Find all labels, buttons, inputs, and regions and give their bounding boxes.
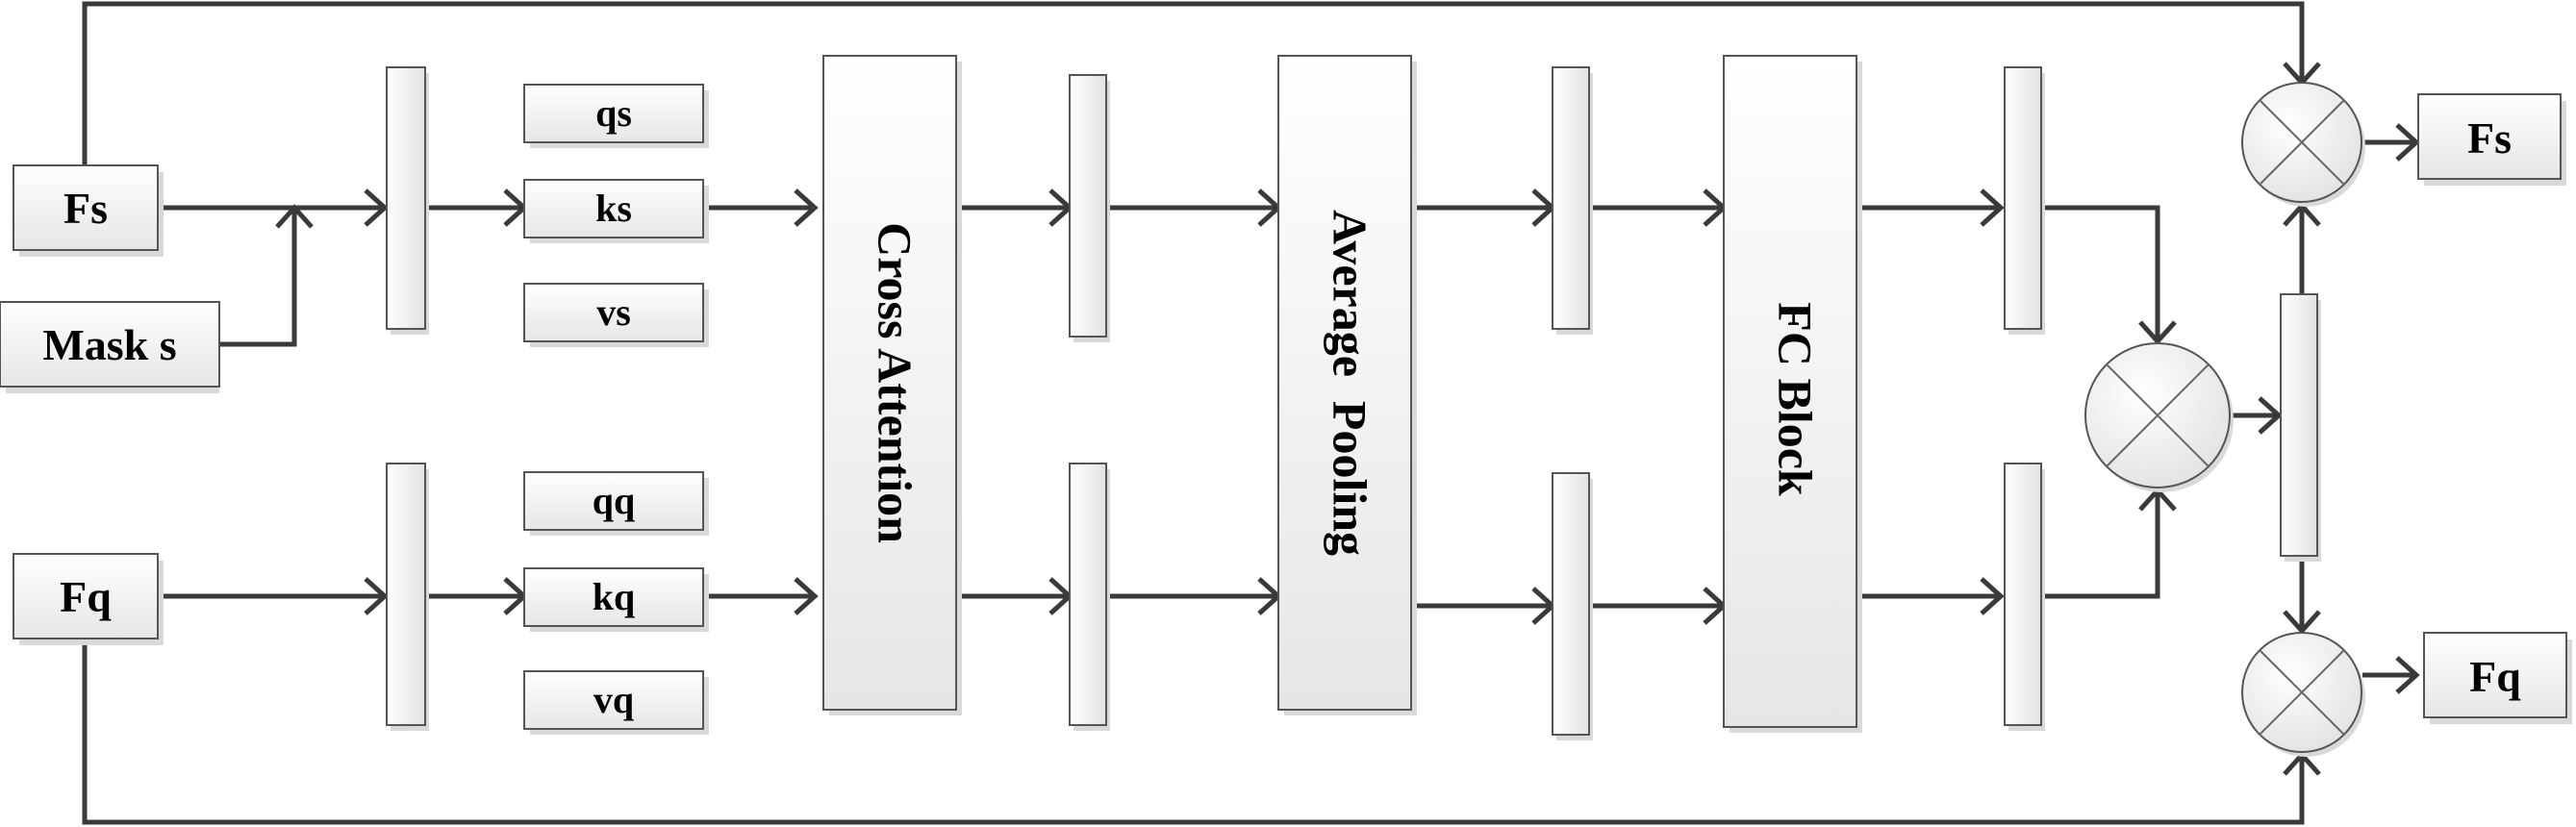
feature-bar [386, 463, 426, 726]
arrowhead [2395, 123, 2420, 162]
arrowhead [1980, 577, 2005, 615]
mask-node: Mask s [0, 301, 220, 393]
feature-bar [1069, 74, 1107, 338]
arrowhead [275, 204, 314, 229]
qkv-query: qq kq vq [523, 471, 709, 735]
arrow-bar-to-mul-bottom [2041, 490, 2160, 599]
vs-label: vs [596, 290, 631, 334]
multiply-node-center [2084, 342, 2234, 492]
feature-bar [2004, 66, 2042, 330]
output-fs-node: Fs [2417, 93, 2566, 186]
input-fq-node: Fq [13, 553, 164, 645]
feature-bar [1069, 463, 1107, 726]
fc-block-label: FC Block [1769, 302, 1823, 496]
arrowhead [2258, 396, 2283, 435]
average-pooling-block: Average Pooling [1277, 55, 1417, 715]
average-pooling-label: Average Pooling [1324, 210, 1377, 556]
arrowhead [1980, 188, 2005, 227]
qkv-support: qs ks vs [523, 84, 709, 347]
multiply-node-top [2241, 82, 2365, 207]
feature-bar [386, 66, 426, 330]
kq-label: kq [593, 575, 636, 618]
multiply-node-bottom [2241, 632, 2365, 757]
input-fq-label: Fq [60, 572, 112, 621]
fusion-bar [2280, 293, 2318, 557]
arrowhead [2283, 610, 2321, 635]
arrowhead [2395, 656, 2420, 694]
arrowhead [794, 577, 819, 615]
arrow-mask-to-join [219, 208, 297, 347]
arrowhead [794, 188, 819, 227]
output-fs-label: Fs [2467, 113, 2512, 163]
skip-line-fs [82, 1, 2305, 165]
cross-attention-label: Cross Attention [869, 222, 922, 543]
cross-attention-block: Cross Attention [822, 55, 962, 715]
qq-label: qq [593, 479, 636, 522]
arrowhead [2138, 320, 2177, 345]
mask-label: Mask s [42, 320, 176, 369]
arrow-bar-to-mul-top [2041, 205, 2160, 341]
ks-label: ks [595, 187, 632, 230]
qs-label: qs [595, 91, 632, 135]
output-fq-node: Fq [2423, 632, 2572, 724]
arrowhead [364, 188, 389, 227]
feature-bars [386, 66, 2321, 740]
arrowhead [364, 577, 389, 615]
skip-line-fq [82, 635, 2305, 825]
fc-block: FC Block [1723, 55, 1862, 733]
feature-bar [1552, 66, 1590, 330]
feature-bar [1552, 472, 1590, 736]
output-fq-label: Fq [2469, 652, 2521, 701]
connectors [82, 1, 2414, 825]
vq-label: vq [593, 678, 634, 721]
feature-bar [2004, 463, 2042, 726]
input-fs-label: Fs [63, 184, 108, 233]
input-fs-node: Fs [13, 164, 164, 257]
